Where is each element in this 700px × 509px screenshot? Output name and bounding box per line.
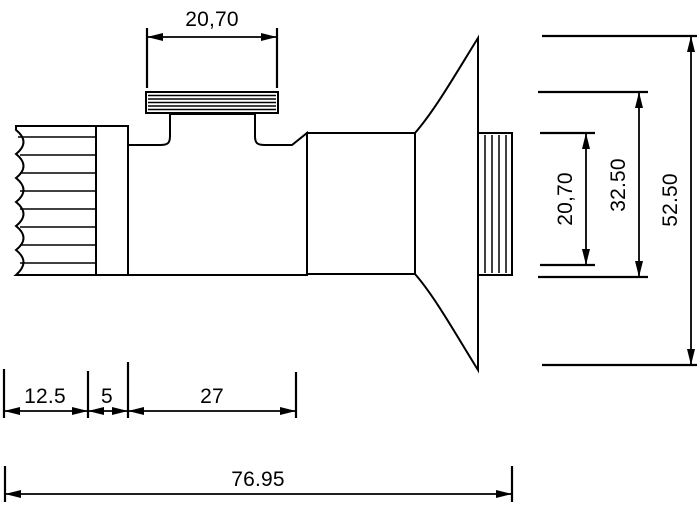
arrow-outer-top [687, 36, 695, 52]
dim-label-mid-height: 32.50 [607, 158, 630, 212]
arrow-knob-right [72, 407, 88, 415]
knob-flute-lines [18, 136, 96, 264]
arrow-inner-top [582, 133, 590, 149]
knurled-knob-body [13, 125, 97, 276]
outlet-barrel [306, 132, 416, 275]
dimension-body-length: 27 [128, 385, 296, 415]
outlet-nub-ribs [484, 135, 507, 273]
dim-label-total-length: 76.95 [231, 468, 285, 491]
part-geometry [13, 34, 513, 374]
arrow-total-left [5, 490, 21, 498]
dimension-knob-length: 12.5 [4, 385, 88, 415]
arrow-collar-left [88, 407, 104, 415]
arrow-body-left [128, 407, 144, 415]
thread-hatch-lines [148, 94, 276, 111]
arrow-mid-bottom [635, 261, 643, 277]
dimension-outer-height: 52.50 [659, 36, 695, 365]
dimension-inner-height: 20,70 [554, 133, 590, 265]
arrow-collar-right [112, 407, 128, 415]
dim-label-inner-height: 20,70 [554, 172, 577, 226]
knob-collar [95, 125, 129, 276]
arrow-thread-left [147, 33, 163, 41]
arrow-outer-bottom [687, 349, 695, 365]
dimension-collar-length: 5 [88, 385, 128, 415]
arrow-total-right [496, 490, 512, 498]
arrow-mid-top [635, 92, 643, 108]
dim-label-collar-length: 5 [101, 385, 113, 408]
valve-body [127, 113, 308, 276]
arrow-thread-right [261, 33, 277, 41]
outlet-nub [477, 132, 513, 276]
dimension-total-length: 76.95 [3, 466, 514, 502]
cone-flange [414, 34, 479, 374]
dim-label-outer-height: 52.50 [659, 173, 682, 227]
dim-label-thread-width: 20,70 [185, 8, 239, 31]
arrow-inner-bottom [582, 249, 590, 265]
dimension-mid-height: 32.50 [607, 92, 643, 277]
dim-label-knob-length: 12.5 [24, 385, 66, 408]
dimension-thread-width: 20,70 [145, 8, 279, 88]
arrow-knob-left [4, 407, 20, 415]
arrow-body-right [280, 407, 296, 415]
dim-label-body-length: 27 [200, 385, 224, 408]
